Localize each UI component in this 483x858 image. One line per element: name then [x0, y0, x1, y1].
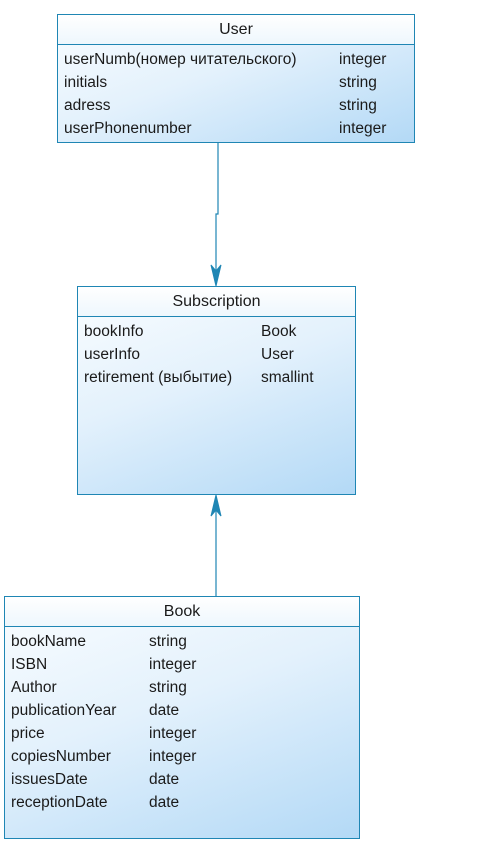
class-user-title: User [58, 15, 414, 45]
attribute-type: integer [149, 725, 197, 742]
attribute-type: string [149, 633, 187, 650]
attribute-name: publicationYear [11, 702, 117, 719]
attribute-type: Book [261, 323, 297, 340]
attribute-row: initials string [58, 71, 414, 94]
class-subscription-title: Subscription [78, 287, 355, 317]
attribute-type: date [149, 794, 180, 811]
class-book-attributes: bookName string ISBN integer Author stri… [5, 627, 359, 814]
attribute-row: price integer [5, 722, 359, 745]
attribute-name: bookName [11, 633, 86, 650]
attribute-name: ISBN [11, 656, 48, 673]
class-book[interactable]: Book bookName string ISBN integer Author… [4, 596, 360, 839]
attribute-row: copiesNumber integer [5, 745, 359, 768]
attribute-row: userNumb(номер читательского) integer [58, 48, 414, 71]
attribute-row: bookName string [5, 630, 359, 653]
attribute-row: Author string [5, 676, 359, 699]
attribute-type: string [339, 74, 377, 91]
user-to-subscription-line [215, 143, 219, 272]
attribute-name: issuesDate [11, 771, 88, 788]
book-to-subscription-connector[interactable] [210, 494, 222, 596]
book-to-subscription-arrowhead [210, 494, 222, 517]
attribute-name: price [11, 725, 45, 742]
attribute-type: string [149, 679, 187, 696]
attribute-row: userPhonenumber integer [58, 117, 414, 140]
class-subscription[interactable]: Subscription bookInfo Book userInfo User… [77, 286, 356, 495]
attribute-row: retirement (выбытие) smallint [78, 366, 355, 389]
attribute-row: issuesDate date [5, 768, 359, 791]
attribute-type: integer [339, 120, 387, 137]
attribute-name: Author [11, 679, 57, 696]
attribute-type: User [261, 346, 294, 363]
attribute-row: bookInfo Book [78, 320, 355, 343]
user-to-subscription-arrowhead [210, 264, 222, 287]
attribute-name: copiesNumber [11, 748, 111, 765]
attribute-type: integer [149, 656, 197, 673]
attribute-name: bookInfo [84, 323, 144, 340]
attribute-name: receptionDate [11, 794, 108, 811]
attribute-row: publicationYear date [5, 699, 359, 722]
attribute-name: initials [64, 74, 108, 91]
class-user-attributes: userNumb(номер читательского) integer in… [58, 45, 414, 140]
class-subscription-attributes: bookInfo Book userInfo User retirement (… [78, 317, 355, 389]
attribute-name: adress [64, 97, 111, 114]
user-to-subscription-connector[interactable] [210, 143, 222, 287]
attribute-type: integer [339, 51, 387, 68]
class-book-title: Book [5, 597, 359, 627]
class-user[interactable]: User userNumb(номер читательского) integ… [57, 14, 415, 143]
attribute-row: ISBN integer [5, 653, 359, 676]
attribute-name: userNumb(номер читательского) [64, 51, 297, 68]
attribute-row: receptionDate date [5, 791, 359, 814]
attribute-row: userInfo User [78, 343, 355, 366]
attribute-type: string [339, 97, 377, 114]
attribute-name: userInfo [84, 346, 141, 363]
attribute-name: userPhonenumber [64, 120, 192, 137]
attribute-name: retirement (выбытие) [84, 369, 233, 386]
attribute-type: smallint [261, 369, 314, 386]
attribute-type: date [149, 702, 180, 719]
attribute-row: adress string [58, 94, 414, 117]
attribute-type: date [149, 771, 180, 788]
attribute-type: integer [149, 748, 197, 765]
